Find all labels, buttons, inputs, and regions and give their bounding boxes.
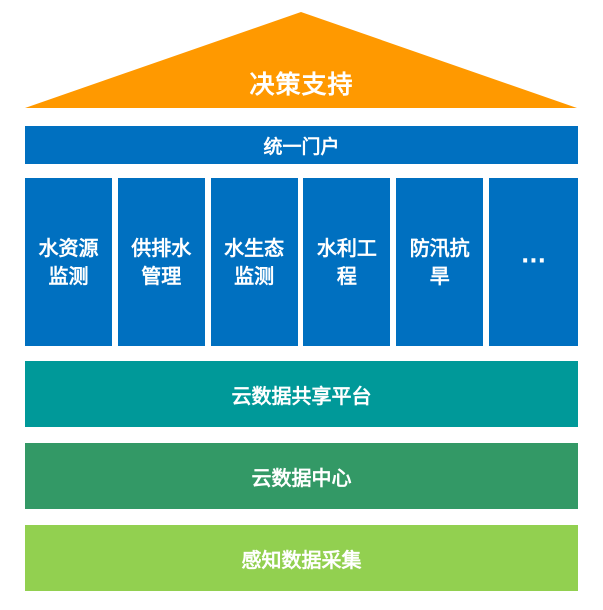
pillar-label: 防汛抗旱 (409, 236, 470, 288)
pillar-label: ··· (520, 249, 547, 274)
cloud-data-center-label: 云数据中心 (251, 465, 352, 490)
roof-triangle-shape (25, 12, 577, 108)
roof-triangle (25, 12, 577, 108)
pillar-flood-drought-control: 防汛抗旱 (396, 178, 484, 346)
cloud-data-center-band: 云数据中心 (25, 443, 578, 509)
pillar-label: 水资源监测 (38, 236, 99, 288)
pillar-water-ecology-monitoring: 水生态监测 (210, 178, 298, 346)
sensing-data-collection-band: 感知数据采集 (25, 525, 578, 591)
pillar-label: 供排水管理 (131, 236, 192, 288)
pillar-water-conservancy-engineering: 水利工程 (303, 178, 391, 346)
pillar-water-resource-monitoring: 水资源监测 (25, 178, 112, 346)
application-pillars: 水资源监测 供排水管理 水生态监测 水利工程 防汛抗旱 ··· (25, 178, 578, 346)
pillar-more: ··· (488, 178, 578, 346)
sensing-data-collection-label: 感知数据采集 (241, 547, 362, 572)
cloud-data-sharing-platform-label: 云数据共享平台 (231, 383, 372, 408)
unified-portal-label: 统一门户 (263, 135, 340, 158)
pillar-label: 水生态监测 (224, 236, 285, 288)
pillar-water-supply-drainage: 供排水管理 (117, 178, 205, 346)
unified-portal-band: 统一门户 (25, 126, 578, 164)
decision-support-roof: 决策支持 (0, 0, 603, 112)
decision-support-label: 决策支持 (249, 70, 354, 99)
pillar-label: 水利工程 (316, 236, 377, 288)
cloud-data-sharing-platform-band: 云数据共享平台 (25, 361, 578, 427)
